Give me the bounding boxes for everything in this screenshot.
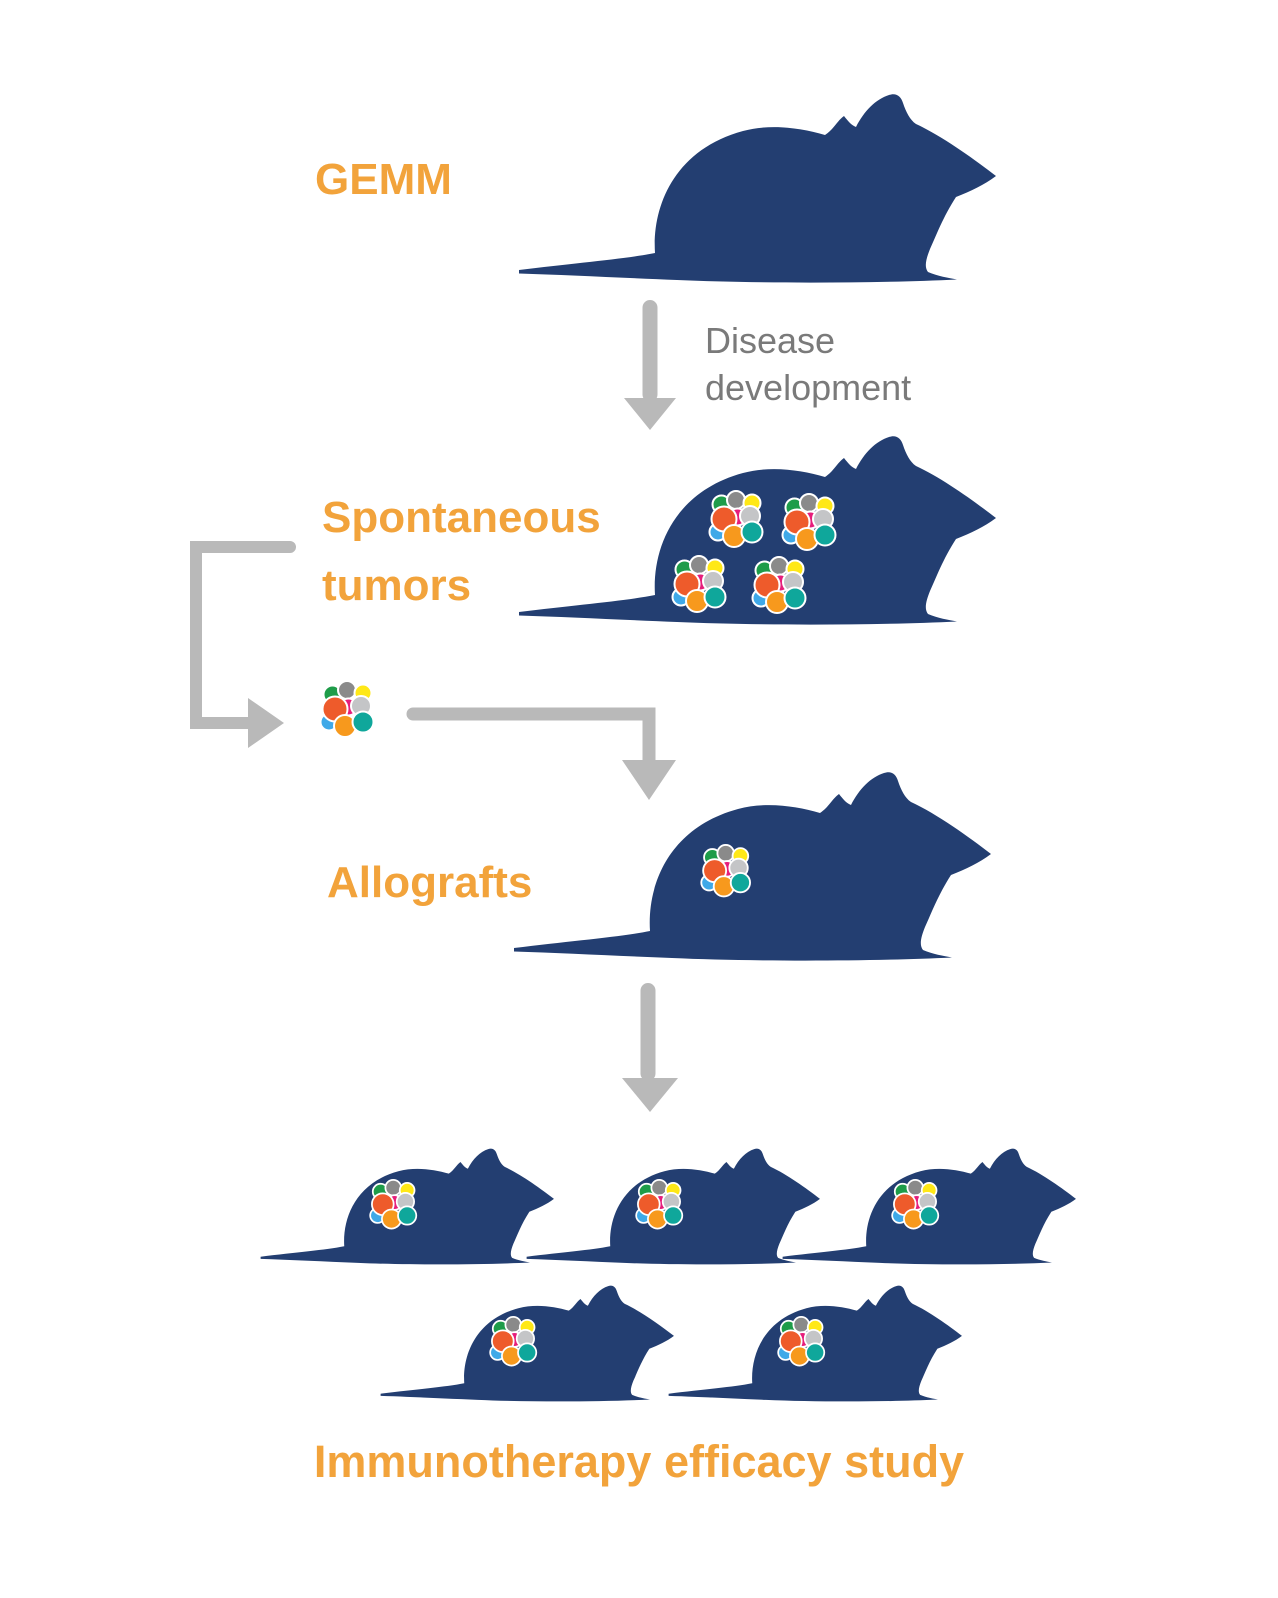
efficacy-tumor-cluster-2 [635, 1178, 684, 1230]
tumor-cluster-4 [751, 556, 807, 614]
arrow-head [248, 698, 284, 748]
arrow-tumor-extraction [190, 541, 296, 748]
arrow-shaft [190, 541, 296, 729]
efficacy-tumor-cluster-4 [489, 1315, 538, 1367]
allografts-label: Allografts [327, 858, 533, 907]
gemm-mouse [519, 94, 996, 283]
arrow-head [622, 1078, 678, 1112]
arrow-shaft [640, 983, 656, 1081]
gemm-label: GEMM [315, 155, 452, 204]
tumor-cluster-2 [781, 493, 837, 551]
tumor-cluster-3 [671, 555, 727, 613]
efficacy-cohort [260, 1148, 1076, 1402]
arrow-shaft [406, 707, 656, 769]
tumor-cluster-1 [708, 490, 764, 548]
arrow-expansion [622, 983, 678, 1112]
arrow-head [622, 760, 676, 800]
efficacy-tumor-cluster-1 [369, 1178, 418, 1230]
arrow-shaft [642, 300, 658, 402]
efficacy-tumor-cluster-5 [777, 1315, 826, 1367]
disease-development-label: Disease development [705, 320, 912, 408]
arrow-head [624, 398, 676, 430]
extracted-tumor-cluster [319, 680, 375, 738]
immunotherapy-efficacy-study-label: Immunotherapy efficacy study [313, 1436, 965, 1487]
allografts-mouse [514, 772, 991, 961]
arrow-transplantation [406, 707, 676, 800]
spontaneous-tumors-label: Spontaneous tumors [322, 493, 601, 611]
arrow-disease-development [624, 300, 676, 430]
allograft-tumor-cluster [700, 843, 751, 898]
efficacy-tumor-cluster-3 [891, 1178, 940, 1230]
